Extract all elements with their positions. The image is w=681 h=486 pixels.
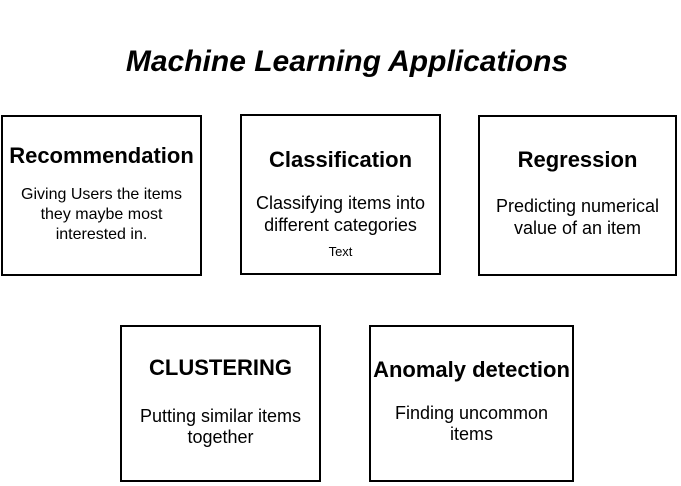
box-clustering-title: CLUSTERING [149, 355, 292, 380]
box-classification: Classification Classifying items into di… [240, 114, 441, 275]
diagram-title: Machine Learning Applications [125, 45, 569, 78]
box-recommendation-description: Giving Users the items they maybe most i… [21, 186, 182, 243]
box-classification-description: Classifying items into different categor… [255, 193, 426, 235]
box-recommendation: Recommendation Giving Users the items th… [1, 115, 202, 276]
box-clustering-description: Putting similar items together [139, 406, 302, 447]
box-regression-title: Regression [517, 147, 638, 172]
box-classification-sublabel: Text [328, 244, 353, 259]
box-regression-description: Predicting numerical value of an item [495, 196, 660, 238]
box-clustering: CLUSTERING Putting similar items togethe… [120, 325, 321, 482]
box-recommendation-title: Recommendation [9, 143, 194, 168]
box-classification-title: Classification [268, 147, 413, 172]
box-anomaly-detection: Anomaly detection Finding uncommon items [369, 325, 574, 482]
box-regression: Regression Predicting numerical value of… [478, 115, 677, 276]
box-anomaly-detection-description: Finding uncommon items [394, 403, 549, 444]
box-anomaly-detection-title: Anomaly detection [373, 357, 570, 382]
